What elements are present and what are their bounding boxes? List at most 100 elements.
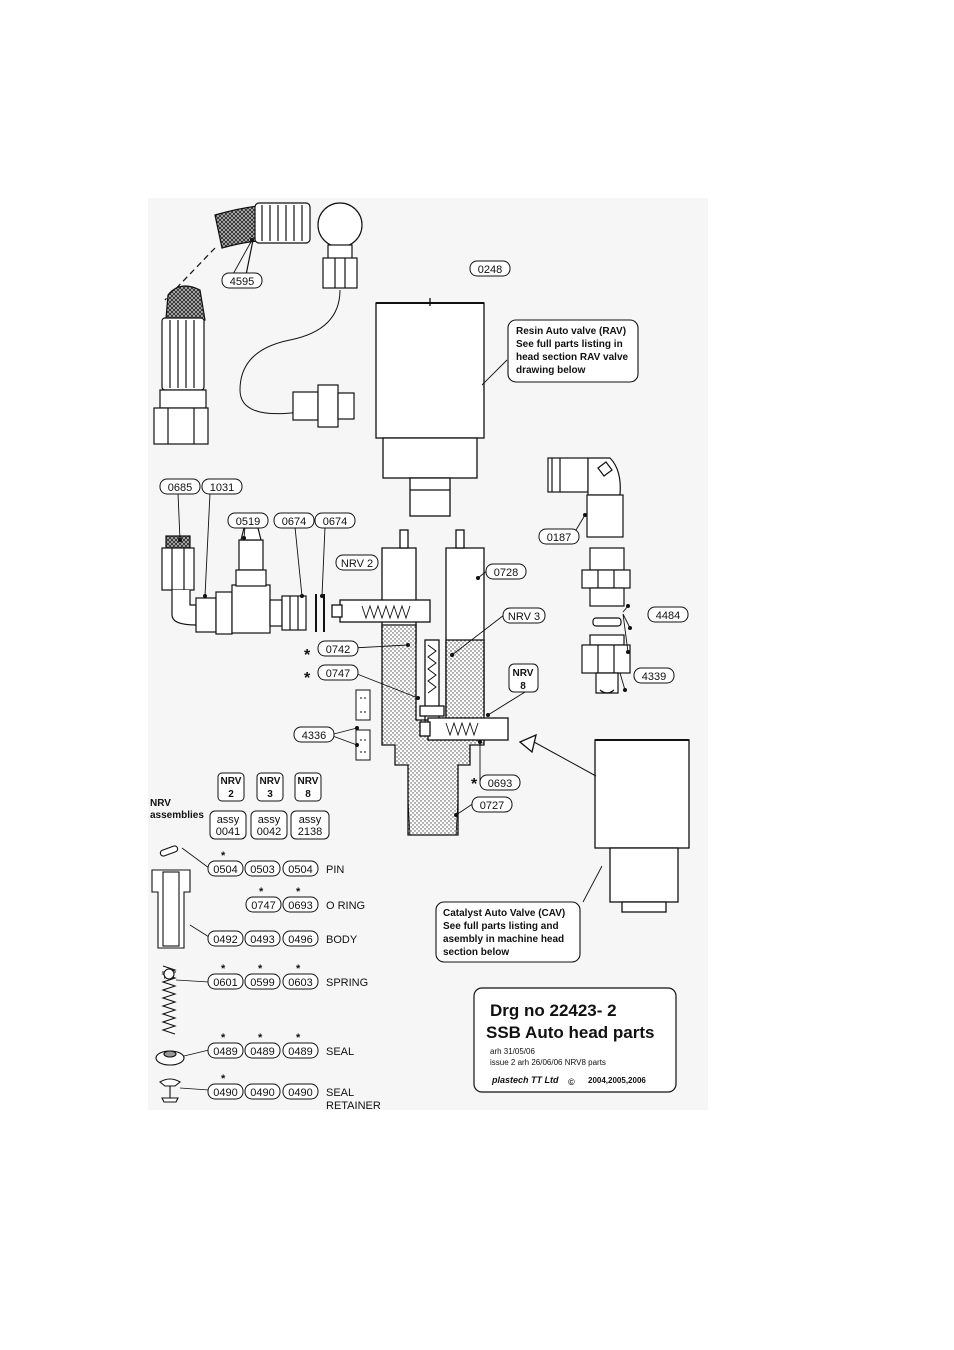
copyright-mark: © [568, 1077, 575, 1087]
tag-0693: 0693 [479, 774, 521, 791]
svg-text:head section RAV valve: head section RAV valve [516, 352, 629, 363]
part-tags: 4595 0248 0685 1031 0519 0674 0674 0187 … [159, 260, 689, 813]
wear-part-star: * [258, 1032, 263, 1044]
nrv-part-number: 0599 [250, 977, 274, 989]
nrv-part-number: 0496 [288, 934, 312, 946]
svg-text:0685: 0685 [168, 482, 192, 494]
nrv-part-number: 0603 [288, 977, 312, 989]
svg-text:0674: 0674 [323, 516, 347, 528]
svg-text:asembly in machine head: asembly in machine head [443, 934, 564, 945]
svg-text:0187: 0187 [547, 532, 571, 544]
catalyst-fittings [161, 527, 325, 635]
resin-auto-valve [375, 298, 485, 517]
svg-text:NRV: NRV [221, 776, 242, 787]
nrv-part-tag [282, 973, 319, 990]
nrv-part-tag [282, 1042, 319, 1059]
svg-text:*: * [304, 647, 311, 664]
wear-part-star: * [296, 886, 301, 898]
nrv-part-pictograms [151, 845, 191, 1103]
nrv-part-tag [244, 1083, 281, 1100]
svg-text:assy: assy [217, 814, 240, 826]
nrv-part-number: 0489 [213, 1046, 237, 1058]
tag-0728: 0728 [485, 563, 527, 580]
nrv-part-tag [282, 860, 319, 877]
svg-text:4484: 4484 [656, 610, 680, 622]
svg-text:0693: 0693 [488, 778, 512, 790]
wear-part-star: * [221, 963, 226, 975]
svg-text:*: * [304, 670, 311, 687]
svg-text:0042: 0042 [257, 826, 281, 838]
nrv-row-label: SEAL [326, 1087, 354, 1099]
svg-text:0674: 0674 [282, 516, 306, 528]
wear-part-star: * [258, 963, 263, 975]
nrv-part-number: 0490 [213, 1087, 237, 1099]
nrv-part-number: 0489 [250, 1046, 274, 1058]
nrv-pictogram-leaders [175, 847, 210, 1091]
svg-text:NRV: NRV [260, 776, 281, 787]
nrv-row-label: O RING [326, 900, 365, 912]
cav-note: Catalyst Auto Valve (CAV) See full parts… [435, 901, 581, 963]
drawing-title: SSB Auto head parts [486, 1023, 654, 1042]
svg-text:*: * [471, 776, 478, 793]
tag-4336: 4336 [293, 726, 335, 743]
nrv-row-label: BODY [326, 934, 358, 946]
tag-0742: 0742 [317, 640, 359, 657]
nrv-part-tag [244, 973, 281, 990]
svg-text:0519: 0519 [236, 516, 260, 528]
svg-text:Catalyst Auto Valve (CAV): Catalyst Auto Valve (CAV) [443, 908, 565, 919]
nrv-row-label-2: RETAINER [326, 1100, 381, 1112]
nrv-part-number: 0490 [250, 1087, 274, 1099]
wear-part-stars: * * * [304, 647, 478, 793]
wear-part-star: * [259, 886, 264, 898]
tag-nrv8: NRV 8 [508, 663, 539, 693]
svg-text:8: 8 [520, 681, 526, 692]
svg-text:2: 2 [228, 789, 234, 800]
svg-text:Resin Auto valve (RAV): Resin Auto valve (RAV) [516, 326, 626, 337]
nrv-part-tag [245, 896, 282, 913]
tag-0519: 0519 [227, 512, 269, 529]
nrv-part-number: 0693 [288, 900, 312, 912]
wear-part-star: * [296, 1032, 301, 1044]
nrv-part-tag [282, 896, 319, 913]
drawing-number: Drg no 22423- 2 [490, 1001, 617, 1020]
svg-text:2138: 2138 [298, 826, 322, 838]
svg-text:See full parts listing and: See full parts listing and [443, 921, 559, 932]
nrv-part-number: 0493 [250, 934, 274, 946]
tag-0187: 0187 [538, 528, 580, 545]
nrv-part-tag [244, 930, 281, 947]
nrv-row-label: PIN [326, 864, 344, 876]
tag-0747: 0747 [317, 664, 359, 681]
svg-text:4336: 4336 [302, 730, 326, 742]
svg-text:8: 8 [305, 789, 311, 800]
nrv-part-number: 0503 [250, 864, 274, 876]
nrv-part-tag [207, 1042, 244, 1059]
svg-text:See full parts listing in: See full parts listing in [516, 339, 623, 350]
svg-text:assy: assy [299, 814, 322, 826]
svg-text:3: 3 [267, 789, 273, 800]
tag-0727: 0727 [471, 796, 513, 813]
svg-text:4595: 4595 [230, 276, 254, 288]
tag-0685: 0685 [159, 478, 201, 495]
hose-assembly [153, 202, 363, 445]
nrv-part-tag [282, 930, 319, 947]
nrv-part-number: 0490 [288, 1087, 312, 1099]
svg-text:0747: 0747 [326, 668, 350, 680]
wear-part-star: * [221, 850, 226, 862]
rav-note: Resin Auto valve (RAV) See full parts li… [507, 319, 639, 383]
revision-1: arh 31/05/06 [490, 1047, 535, 1056]
svg-text:0728: 0728 [494, 567, 518, 579]
nrv-part-tag [207, 860, 244, 877]
nrv-part-tag [207, 930, 244, 947]
svg-text:section below: section below [443, 947, 509, 958]
wear-part-star: * [221, 1032, 226, 1044]
tag-nrv2: NRV 2 [335, 554, 379, 571]
nrv-part-number: 0747 [251, 900, 275, 912]
nrv-part-tag [207, 973, 244, 990]
auto-head-body [331, 529, 509, 836]
tag-4339: 4339 [633, 667, 675, 684]
svg-text:assemblies: assemblies [150, 810, 204, 821]
catalyst-auto-valve [518, 733, 690, 913]
svg-text:assy: assy [258, 814, 281, 826]
